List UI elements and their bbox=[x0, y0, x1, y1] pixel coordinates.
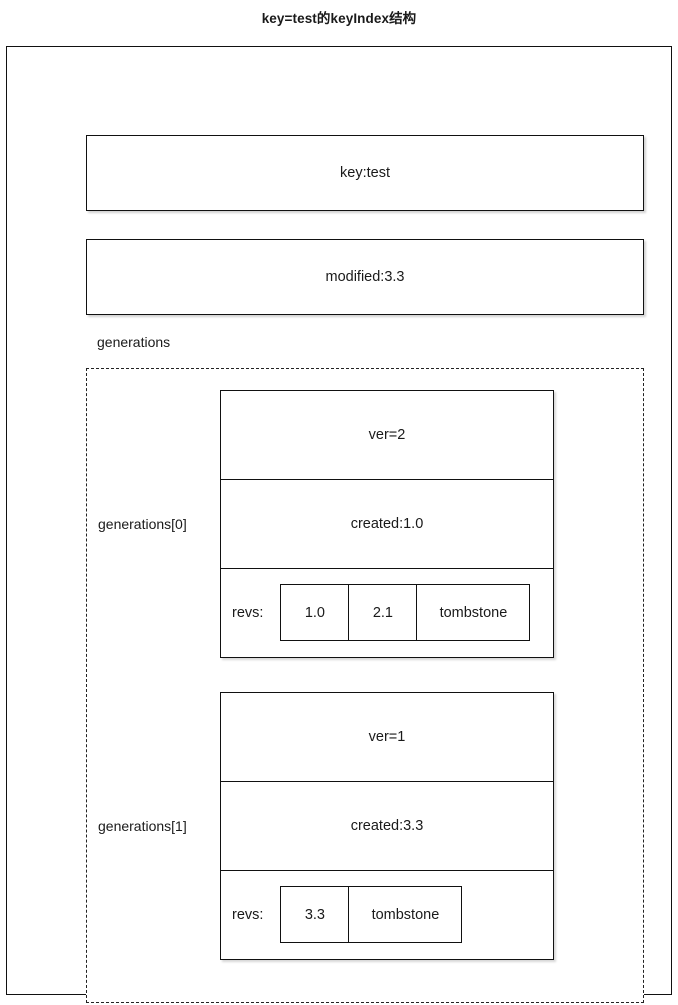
generation-ver-cell: ver=1 bbox=[221, 693, 553, 782]
revs-table: 1.0 2.1 tombstone bbox=[280, 584, 531, 641]
generation-row: generations[0] ver=2 created:1.0 revs: 1… bbox=[87, 390, 645, 658]
rev-cell: 3.3 bbox=[281, 887, 350, 942]
generation-index-label: generations[1] bbox=[98, 818, 187, 834]
generations-container: generations[0] ver=2 created:1.0 revs: 1… bbox=[86, 368, 644, 1003]
rev-cell: tombstone bbox=[439, 604, 508, 621]
generation-index-label: generations[0] bbox=[98, 516, 187, 532]
generation-created-cell: created:3.3 bbox=[221, 782, 553, 871]
generation-created-cell: created:1.0 bbox=[221, 480, 553, 569]
generation-created-value: created:1.0 bbox=[350, 516, 424, 532]
rev-cell: 1.0 bbox=[281, 585, 350, 640]
generations-label: generations bbox=[97, 334, 171, 350]
generation-row: generations[1] ver=1 created:3.3 revs: 3… bbox=[87, 692, 645, 960]
revs-table: 3.3 tombstone bbox=[280, 886, 463, 943]
generation-revs-cell: revs: 3.3 tombstone bbox=[221, 871, 553, 958]
rev-cell: tombstone bbox=[371, 906, 440, 923]
key-field-label: key:test bbox=[340, 165, 390, 181]
modified-field-box: modified:3.3 bbox=[86, 239, 644, 315]
generation-box: ver=1 created:3.3 revs: 3.3 tombstone bbox=[220, 692, 554, 960]
generation-revs-cell: revs: 1.0 2.1 tombstone bbox=[221, 569, 553, 656]
revs-label: revs: bbox=[232, 604, 264, 621]
generation-ver-cell: ver=2 bbox=[221, 391, 553, 480]
key-field-box: key:test bbox=[86, 135, 644, 211]
modified-field-label: modified:3.3 bbox=[325, 269, 405, 285]
key-index-outer-frame: key:test modified:3.3 generations genera… bbox=[6, 46, 672, 1003]
rev-cell: 2.1 bbox=[349, 585, 418, 640]
generation-ver-value: ver=1 bbox=[368, 729, 406, 745]
revs-label: revs: bbox=[232, 906, 264, 923]
generation-box: ver=2 created:1.0 revs: 1.0 2.1 tombston… bbox=[220, 390, 554, 658]
generation-created-value: created:3.3 bbox=[350, 818, 424, 834]
page-title: key=test的keyIndex结构 bbox=[261, 11, 417, 26]
generation-ver-value: ver=2 bbox=[368, 427, 406, 443]
